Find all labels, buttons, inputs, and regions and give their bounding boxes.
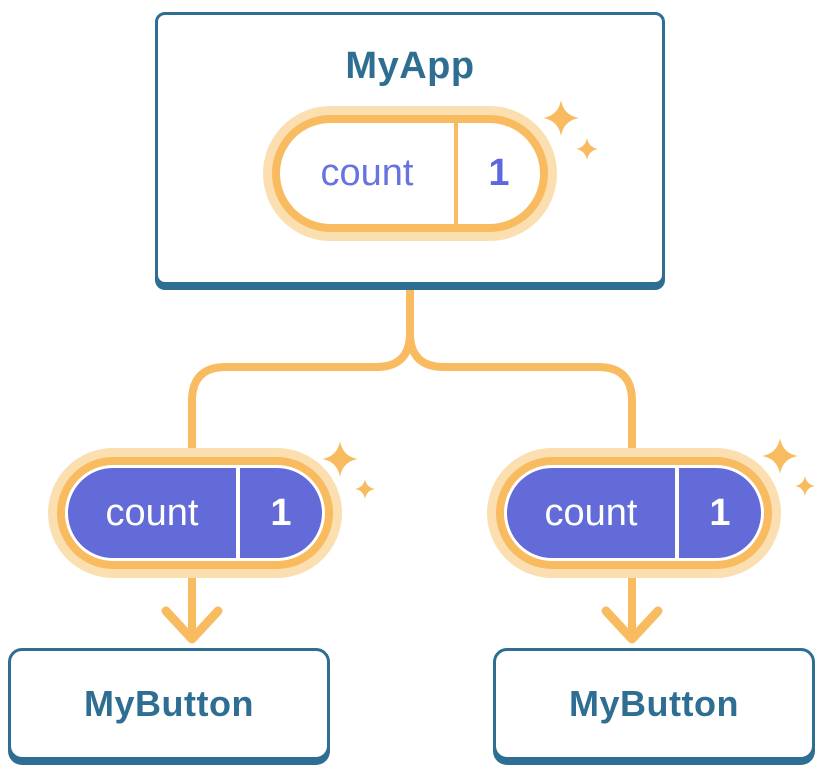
sparkle-icon — [543, 100, 579, 136]
sparkle-icon — [576, 138, 598, 160]
connector-right-branch — [406, 280, 636, 640]
state-pill: count 1 — [48, 448, 342, 578]
state-value: 1 — [709, 491, 731, 534]
state-name: count — [105, 491, 199, 534]
state-pill: count 1 — [487, 448, 781, 578]
child-component-card: MyButton — [493, 648, 815, 760]
sparkle-icon — [762, 438, 798, 474]
sparkle-icon — [355, 479, 375, 499]
root-component-card: MyApp count 1 — [155, 12, 665, 285]
arrow-down-icon — [601, 606, 663, 644]
sparkle-icon — [543, 100, 613, 172]
state-pill: count 1 — [263, 106, 557, 241]
component-title: MyButton — [84, 683, 254, 724]
pill-divider — [236, 468, 240, 558]
state-value: 1 — [488, 152, 510, 194]
sparkle-icon — [762, 438, 820, 510]
sparkle-icon — [322, 441, 392, 513]
pill-divider — [675, 468, 679, 558]
child-component-card: MyButton — [8, 648, 330, 760]
component-title: MyApp — [345, 45, 475, 87]
state-name: count — [320, 152, 414, 194]
sparkle-icon — [795, 476, 815, 496]
component-title: MyButton — [569, 683, 739, 724]
sparkle-icon — [322, 441, 358, 477]
state-name: count — [544, 491, 638, 534]
pill-divider — [454, 123, 458, 224]
state-value: 1 — [270, 491, 292, 534]
arrow-down-icon — [161, 606, 223, 644]
